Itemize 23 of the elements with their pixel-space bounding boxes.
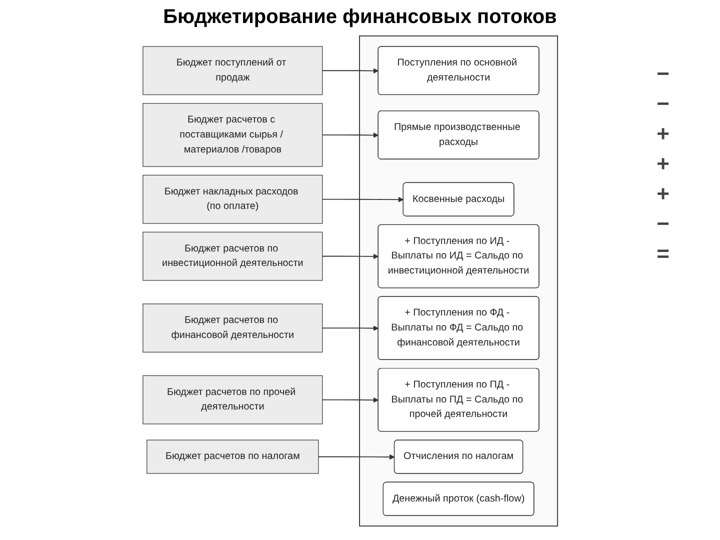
arrow <box>322 397 379 403</box>
node-box: Бюджет накладных расходов (по оплате) <box>142 174 324 224</box>
operator-sign: − <box>656 61 670 87</box>
node-box: Бюджет расчетов по инвестиционной деятельности <box>142 232 324 281</box>
node-box: Бюджет расчетов по прочей деятельности <box>142 375 324 424</box>
arrow <box>322 132 379 138</box>
operator-sign: − <box>656 211 670 237</box>
arrow <box>322 196 404 202</box>
arrow <box>318 454 396 460</box>
operator-sign: = <box>656 241 670 267</box>
node-box: Бюджет расчетов с поставщиками сырья / материалов /товаров <box>142 103 324 167</box>
arrow <box>322 326 379 331</box>
arrow <box>322 68 379 74</box>
arrow <box>322 254 379 260</box>
diagram-title: Бюджетирование финансовых потоков <box>162 6 558 29</box>
node-box: Бюджет расчетов по финансовой деятельности <box>142 304 324 352</box>
operator-sign: + <box>656 151 670 177</box>
operator-sign: − <box>656 91 670 117</box>
operator-sign: + <box>656 181 670 207</box>
operator-sign: + <box>656 121 670 147</box>
node-box: Бюджет поступлений от продаж <box>142 46 324 96</box>
node-box: Бюджет расчетов по налогам <box>146 440 320 474</box>
cluster <box>359 35 558 526</box>
